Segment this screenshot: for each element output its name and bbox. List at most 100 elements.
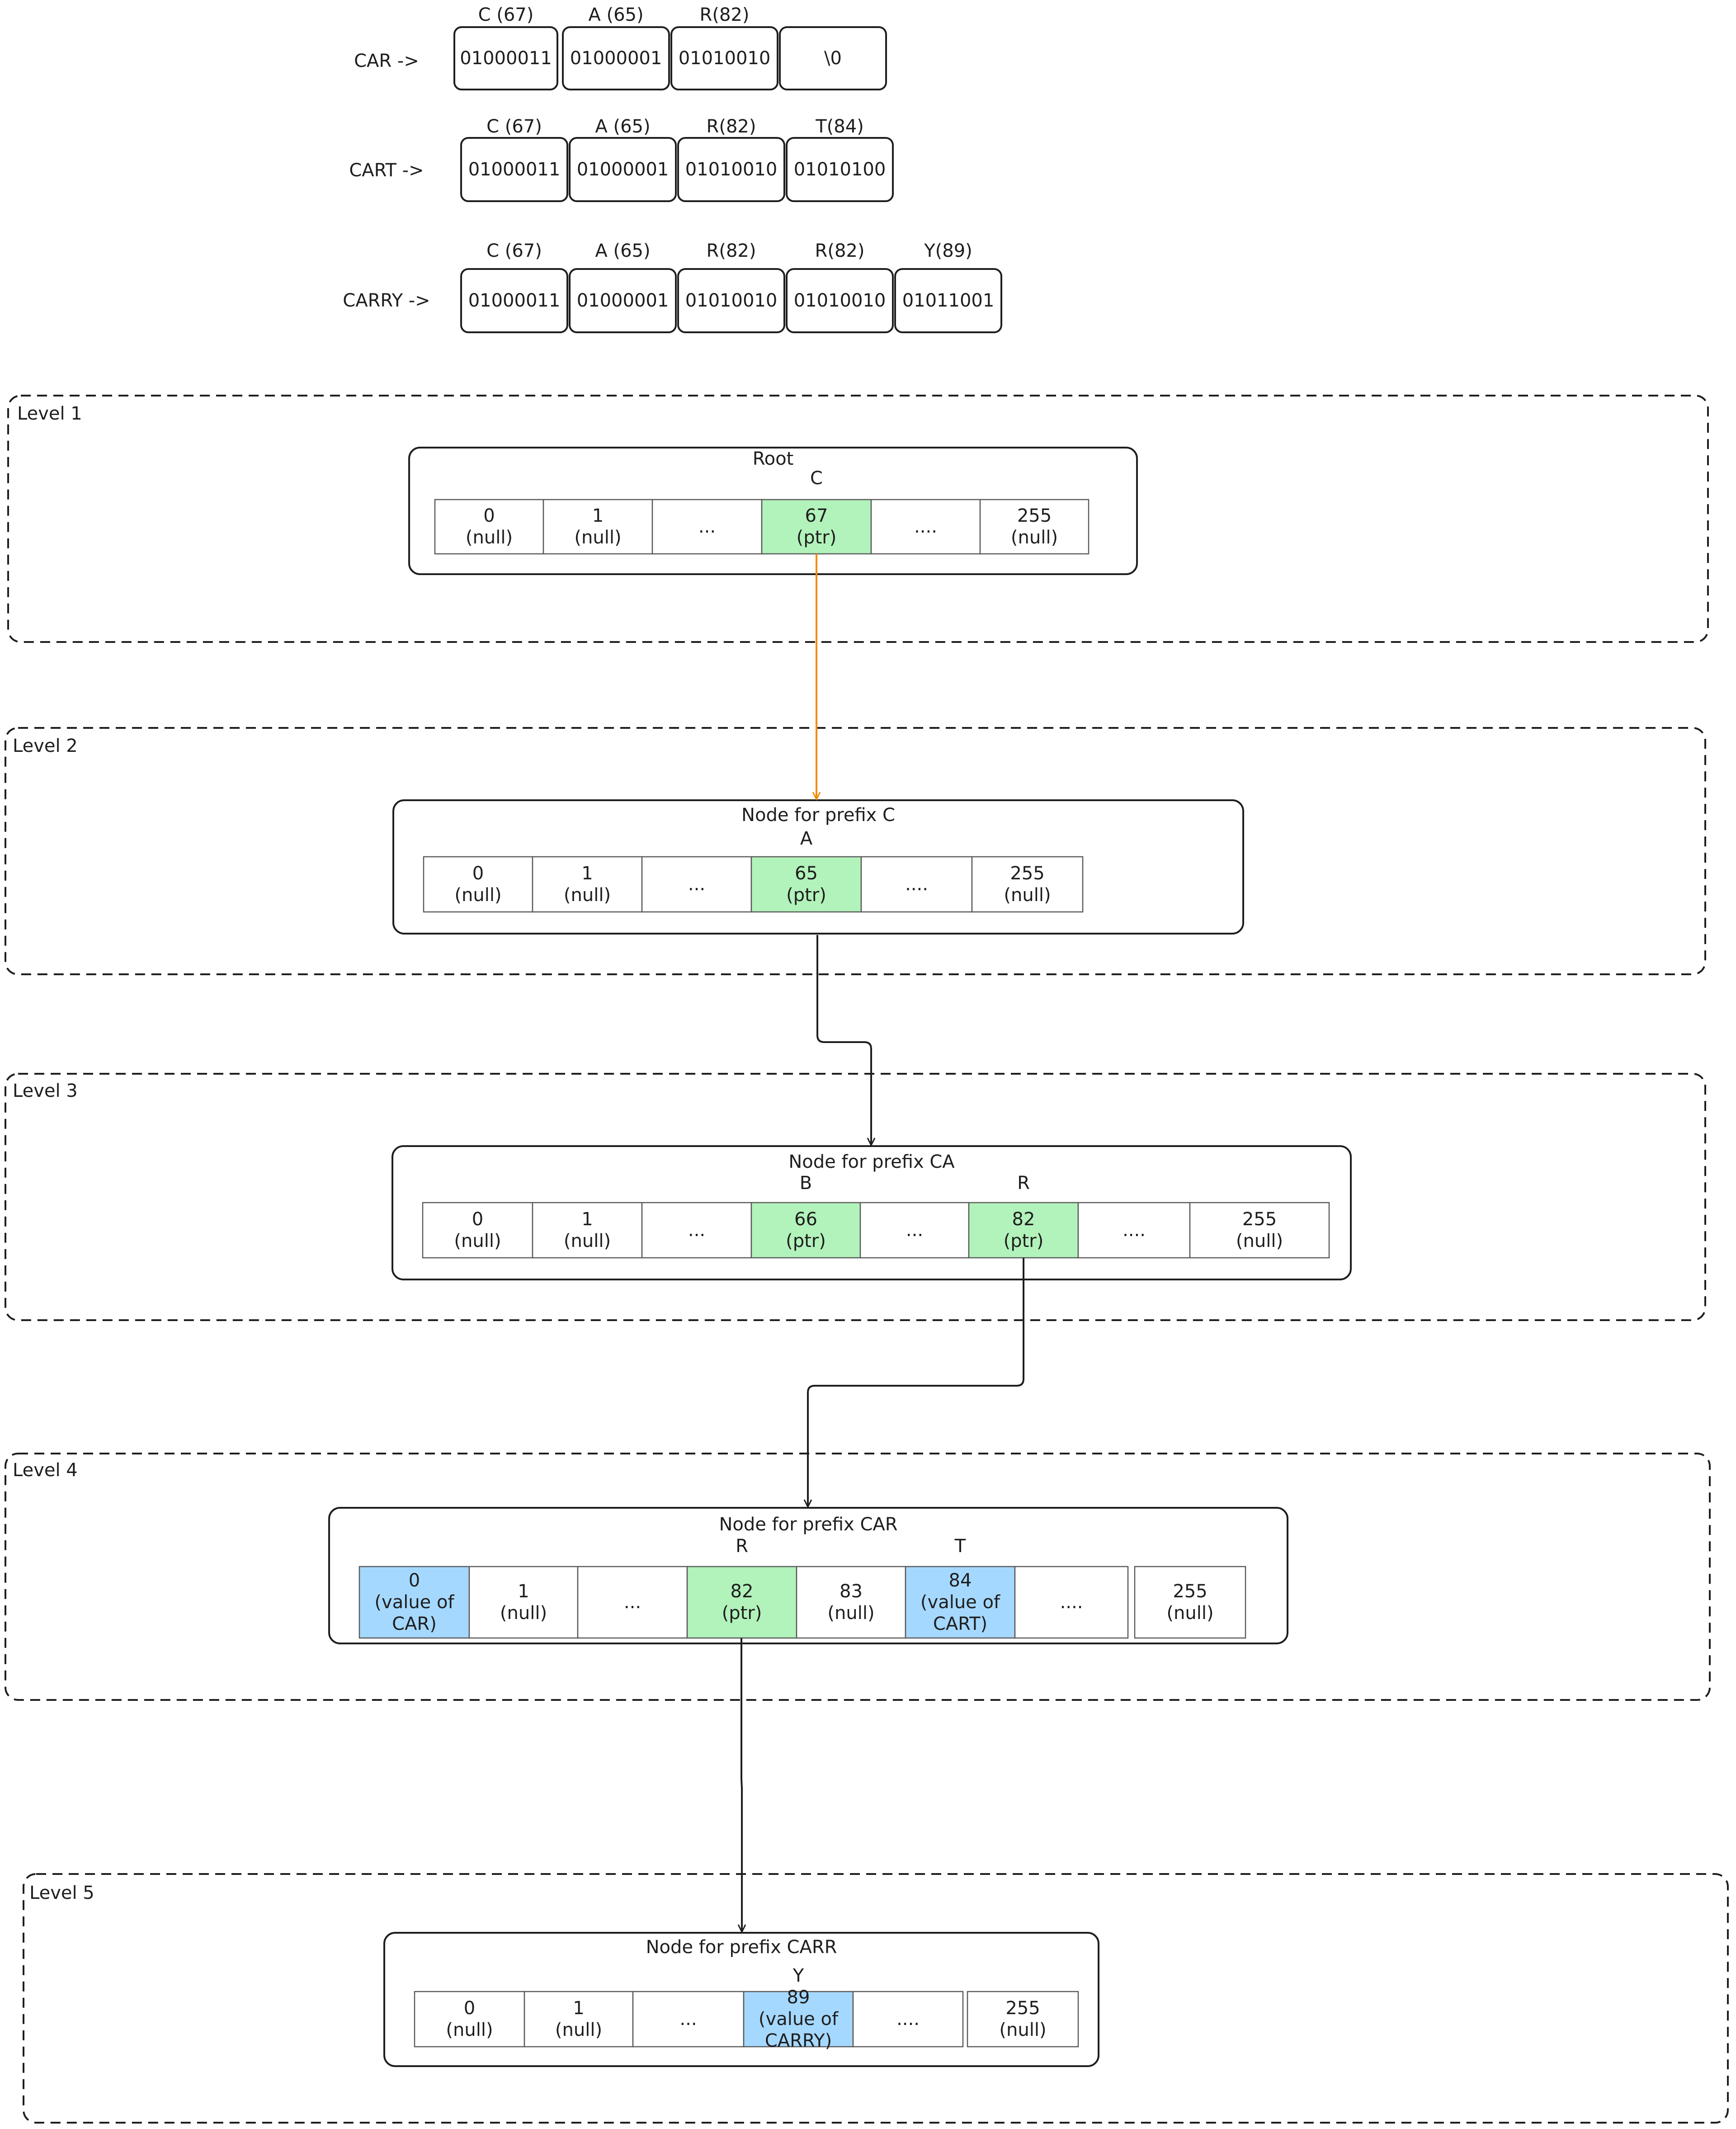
slot-text: (null) <box>555 2020 602 2040</box>
child-slot <box>905 1566 1016 1639</box>
byte-box <box>894 268 1002 333</box>
child-slot <box>968 1202 1079 1259</box>
level-group: Level 1Root0(null)1(null)...67(ptr)C....… <box>7 395 1709 643</box>
child-slot <box>971 856 1084 913</box>
level-label: Level 5 <box>29 1883 94 1903</box>
level-label: Level 1 <box>17 403 82 424</box>
slot-text: 255 <box>1005 1998 1040 2019</box>
child-slot <box>750 1202 861 1259</box>
child-slot <box>860 856 973 913</box>
byte-box <box>779 26 887 90</box>
child-slot <box>359 1566 470 1639</box>
slot-text: .... <box>1060 1592 1083 1613</box>
slot-text: 0 <box>464 1998 475 2019</box>
byte-char-label: C (67) <box>486 116 542 137</box>
byte-box <box>670 26 778 90</box>
byte-bits: 01000001 <box>577 159 669 180</box>
slot-text: (null) <box>827 1603 874 1624</box>
slot-text: (value of <box>759 2009 839 2030</box>
slot-text: .... <box>896 2009 920 2030</box>
slot-text: (null) <box>574 527 621 548</box>
slot-text: ... <box>679 2009 697 2030</box>
slot-text: (ptr) <box>797 527 837 548</box>
child-slot <box>750 856 862 913</box>
edge-ca-to-car <box>808 1258 1024 1507</box>
slot-text: 65 <box>795 863 818 884</box>
child-slot <box>434 499 544 555</box>
byte-char-label: C (67) <box>478 5 534 25</box>
byte-char-label: C (67) <box>486 241 542 261</box>
slot-text: 83 <box>840 1581 863 1602</box>
byte-box <box>460 268 568 333</box>
byte-char-label: Y(89) <box>924 241 972 261</box>
child-slot <box>641 856 752 913</box>
pointer-edges <box>741 554 1024 1932</box>
byte-bits: \0 <box>824 48 842 69</box>
level-frame <box>23 1873 1729 2124</box>
slot-text: 67 <box>805 505 828 526</box>
byte-box <box>569 268 677 333</box>
slot-text: (null) <box>999 2020 1046 2040</box>
slot-text: ... <box>624 1592 641 1613</box>
child-slot <box>524 1991 634 2048</box>
level-frame <box>7 395 1709 643</box>
slot-text: (null) <box>1011 527 1058 548</box>
level-frame <box>5 1453 1711 1701</box>
slot-text: ... <box>688 874 705 895</box>
slot-text: (ptr) <box>786 1231 826 1251</box>
slot-text: 0 <box>409 1570 420 1591</box>
level-label: Level 2 <box>13 736 78 756</box>
slot-text: ... <box>906 1220 923 1241</box>
byte-box <box>562 26 670 90</box>
slot-text: 82 <box>731 1581 754 1602</box>
slot-text: (null) <box>446 2020 493 2040</box>
edge-car-to-carr <box>741 1638 742 1932</box>
slot-text: 255 <box>1010 863 1044 884</box>
word-label: CARRY -> <box>343 290 430 311</box>
child-slot <box>686 1566 797 1639</box>
byte-char-label: R(82) <box>700 5 750 25</box>
byte-char-label: A (65) <box>595 116 650 137</box>
slot-text: .... <box>905 874 928 895</box>
slot-text: ... <box>688 1220 705 1241</box>
slot-text: 0 <box>472 1209 483 1230</box>
byte-bits: 01000011 <box>468 159 561 180</box>
slot-char-label: T <box>954 1536 966 1557</box>
child-slot <box>651 499 763 555</box>
byte-bits: 01010010 <box>685 290 778 311</box>
slot-text: (ptr) <box>722 1603 762 1624</box>
byte-char-label: A (65) <box>588 5 643 25</box>
byte-bits: 01010100 <box>794 159 886 180</box>
slot-text: 82 <box>1012 1209 1035 1230</box>
byte-box <box>453 26 558 90</box>
slot-text: 1 <box>573 1998 584 2019</box>
byte-bits: 01000001 <box>577 290 669 311</box>
slot-char-label: R <box>1017 1173 1030 1194</box>
node-title: Node for prefix CAR <box>719 1514 897 1535</box>
byte-char-label: A (65) <box>595 241 650 261</box>
byte-bits: 01000011 <box>468 290 561 311</box>
node-title: Node for prefix CA <box>788 1152 955 1172</box>
child-slot <box>468 1566 579 1639</box>
slot-text: .... <box>914 516 937 537</box>
byte-bits: 01011001 <box>902 290 995 311</box>
byte-char-label: T(84) <box>815 116 864 137</box>
child-slot <box>743 1991 854 2048</box>
child-slot <box>979 499 1090 555</box>
level-label: Level 3 <box>13 1081 78 1101</box>
byte-box <box>569 137 677 202</box>
level-frame <box>5 1073 1706 1321</box>
byte-box <box>677 268 785 333</box>
slot-text: (ptr) <box>1004 1231 1044 1251</box>
byte-bits: 01000001 <box>570 48 662 69</box>
node-title: Node for prefix CARR <box>646 1937 837 1958</box>
child-slot <box>1189 1202 1330 1259</box>
slot-text: 0 <box>483 505 495 526</box>
child-slot <box>1134 1566 1246 1639</box>
slot-text: 1 <box>581 1209 593 1230</box>
slot-text: (null) <box>1236 1231 1283 1251</box>
